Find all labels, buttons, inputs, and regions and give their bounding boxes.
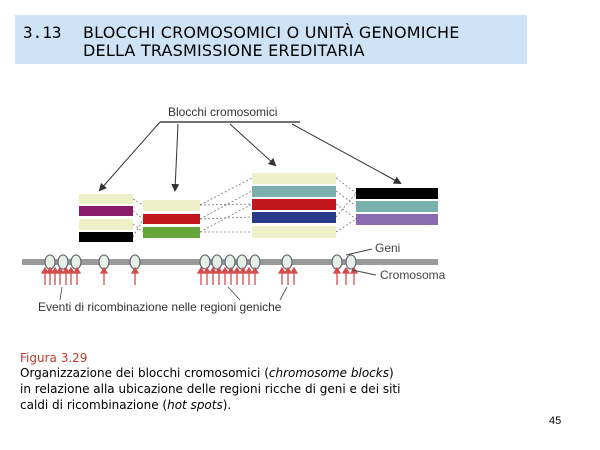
caption-line-1: Organizzazione dei blocchi cromosomici (… (20, 366, 394, 380)
block-band (252, 186, 336, 197)
section-title-line1: BLOCCHI CROMOSOMICI O UNITÀ GENOMICHE (83, 23, 460, 42)
chromosome-leader (351, 269, 377, 276)
block-band (252, 212, 336, 223)
block-band (143, 227, 200, 238)
gene-marker (199, 254, 211, 270)
block-arrows (98, 121, 402, 192)
section-title-line2: DELLA TRASMISSIONE EREDITARIA (83, 41, 365, 60)
gene-marker (281, 254, 293, 270)
arrow-block-3 (229, 123, 277, 167)
block-band (143, 200, 200, 211)
events-leaders (59, 286, 288, 301)
block-band (356, 188, 438, 199)
arrow-block-1 (98, 121, 161, 192)
arrow-block-2 (171, 123, 180, 192)
chromosome-block-2 (143, 200, 200, 238)
gene-marker (57, 254, 69, 270)
recombination-arrows (40, 266, 359, 285)
label-genes: Geni (375, 241, 400, 255)
arrow-block-4 (291, 123, 402, 184)
section-number: 3.13 (23, 23, 62, 42)
genes-leader (345, 248, 373, 256)
chromosome-block-3 (252, 173, 336, 238)
label-chromosome: Cromosoma (380, 268, 446, 282)
arrow-cluster-3 (130, 266, 140, 285)
gene-marker (236, 254, 248, 270)
block-band (252, 199, 336, 210)
chromosome-block-1 (79, 194, 133, 242)
block-band (252, 173, 336, 184)
arrow-cluster-5 (277, 266, 299, 285)
diagram-title: Blocchi cromosomici (168, 105, 277, 119)
gene-marker (70, 254, 82, 270)
section-header (15, 15, 527, 64)
block-band (79, 232, 133, 242)
arrow-cluster-4 (196, 266, 260, 285)
block-connectors (132, 177, 357, 238)
block-band (252, 226, 336, 238)
arrow-cluster-1 (40, 266, 82, 285)
block-band (356, 214, 438, 225)
arrow-cluster-2 (99, 266, 109, 285)
caption-line-2: in relazione alla ubicazione delle regio… (20, 382, 401, 396)
block-band (356, 201, 438, 212)
gene-marker (211, 254, 223, 270)
figure-label: Figura 3.29 (20, 351, 88, 365)
block-band (79, 206, 133, 216)
chromosome-block-4 (356, 188, 438, 225)
block-band (143, 214, 200, 224)
label-recombination-events: Eventi di ricombinazione nelle regioni g… (38, 300, 282, 314)
gene-marker (345, 254, 357, 270)
block-band (79, 194, 133, 204)
caption-line-3: caldi di ricombinazione (hot spots). (20, 398, 232, 412)
page-number: 45 (549, 415, 562, 427)
gene-marker (224, 254, 236, 270)
block-band (79, 219, 133, 230)
